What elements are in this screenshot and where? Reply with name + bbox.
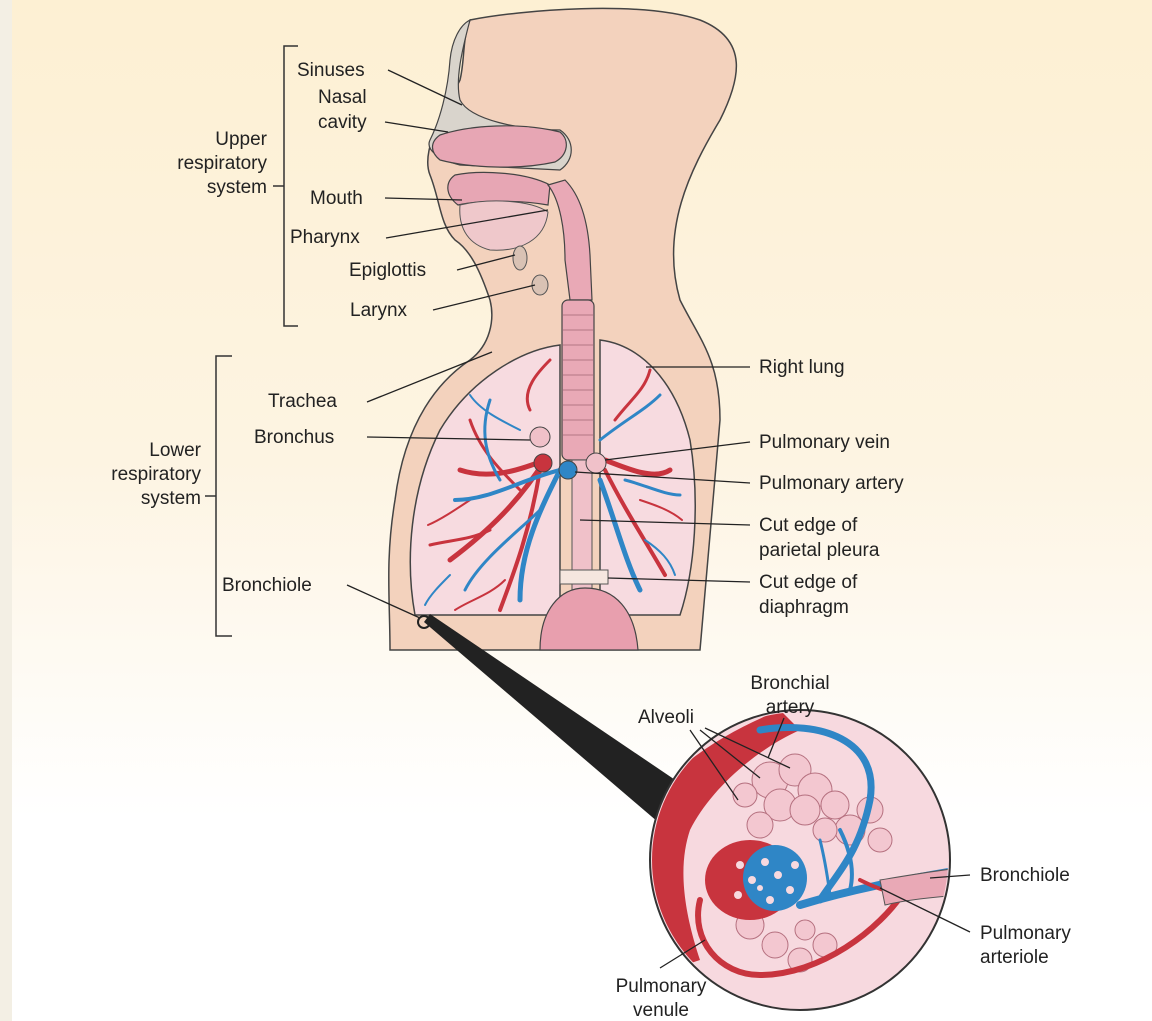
- pulmonary-vein-ring: [586, 453, 606, 473]
- inset-alveoli: [646, 710, 960, 1010]
- diaphragm-cut: [560, 570, 608, 584]
- label-inset-bronchiole: Bronchiole: [980, 865, 1070, 886]
- trachea-tube: [562, 300, 594, 460]
- epiglottis-shape: [513, 246, 527, 270]
- upper-group-label-2: respiratory: [177, 153, 267, 174]
- label-bronchiole: Bronchiole: [222, 575, 312, 596]
- upper-group-label-1: Upper: [215, 129, 267, 150]
- pulmonary-vessel-blue: [559, 461, 577, 479]
- label-diaphragm-1: Cut edge of: [759, 572, 858, 593]
- label-pulmonary-venule-1: Pulmonary: [616, 976, 707, 997]
- pulmonary-vessel-red: [534, 454, 552, 472]
- label-bronchial-artery-2: artery: [766, 697, 815, 718]
- label-epiglottis: Epiglottis: [349, 260, 426, 281]
- label-pulmonary-artery: Pulmonary artery: [759, 473, 904, 494]
- label-parietal-pleura-2: parietal pleura: [759, 540, 880, 561]
- bronchus-ring-left: [530, 427, 550, 447]
- label-nasal-cavity-2: cavity: [318, 112, 367, 133]
- label-diaphragm-2: diaphragm: [759, 597, 849, 618]
- label-pulmonary-vein: Pulmonary vein: [759, 432, 890, 453]
- lower-group-label-3: system: [141, 488, 201, 509]
- label-pharynx: Pharynx: [290, 227, 360, 248]
- upper-bracket: [273, 46, 298, 326]
- lower-group-label-2: respiratory: [111, 464, 201, 485]
- label-bronchus: Bronchus: [254, 427, 334, 448]
- label-nasal-cavity-1: Nasal: [318, 87, 367, 108]
- label-pulmonary-arteriole-1: Pulmonary: [980, 923, 1071, 944]
- lower-group-label-1: Lower: [149, 440, 201, 461]
- label-sinuses: Sinuses: [297, 60, 365, 81]
- label-pulmonary-venule-2: venule: [633, 1000, 689, 1021]
- label-trachea: Trachea: [268, 391, 337, 412]
- nasal-cavity: [433, 126, 567, 167]
- label-alveoli: Alveoli: [638, 707, 694, 728]
- label-mouth: Mouth: [310, 188, 363, 209]
- label-parietal-pleura-1: Cut edge of: [759, 515, 858, 536]
- label-right-lung: Right lung: [759, 357, 845, 378]
- label-bronchial-artery-1: Bronchial: [750, 673, 829, 694]
- upper-group-label-3: system: [207, 177, 267, 198]
- label-larynx: Larynx: [350, 300, 408, 321]
- label-pulmonary-arteriole-2: arteriole: [980, 947, 1049, 968]
